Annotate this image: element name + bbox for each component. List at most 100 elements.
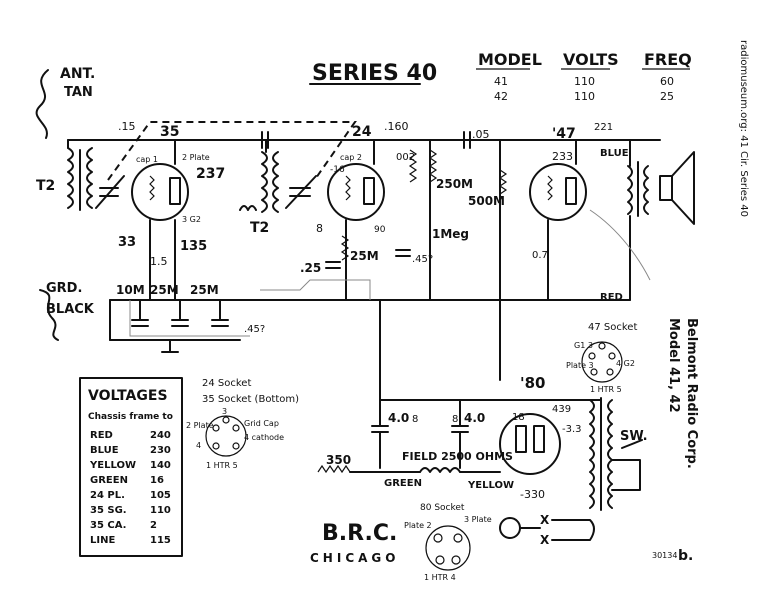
tube-47-plate (565, 177, 577, 205)
tuning-capacitor-2 (285, 175, 317, 209)
cap-05-label: .05 (472, 128, 490, 141)
speaker-cone (671, 151, 695, 225)
model-cell-2: 42 (494, 90, 508, 103)
voltage-value: 230 (150, 445, 171, 456)
tube-24-plate (363, 177, 375, 205)
tube-80-pin-18: 18 (512, 412, 525, 423)
socket-47-g1: G1 3 (574, 341, 593, 350)
pilot-lamp (499, 517, 521, 539)
resistor-25m-a-label: 25M (150, 283, 179, 297)
tube-35-plate-volts: 237 (196, 166, 225, 182)
maker-name: Belmont Radio Corp. (684, 318, 699, 469)
tube-24-screen-volts: 90 (374, 225, 386, 235)
resistor-350 (317, 464, 351, 474)
resistor-250m-label: 250M (436, 177, 473, 191)
antenna-label: ANT. (60, 66, 95, 82)
blue-lead-label: BLUE (600, 148, 629, 159)
socket-24-outline (205, 415, 247, 457)
resistor-10m-label: 10M (116, 283, 145, 297)
socket-80-pin3: 3 Plate (464, 515, 492, 524)
tube-35-cathode-volts: 1.5 (150, 255, 168, 268)
voltage-value: 2 (150, 520, 157, 531)
field-coil (419, 467, 461, 473)
cap-160-label: .160 (384, 120, 409, 133)
resistor-25m-mid (340, 235, 350, 261)
resistor-25m-mid-label: 25M (350, 249, 379, 263)
resistor-1meg-label: 1Meg (432, 227, 469, 241)
voltage-value: 105 (150, 490, 171, 501)
tube-80-volts-neg33: -3.3 (562, 424, 582, 435)
tube-80-label: '80 (520, 374, 545, 392)
red-lead-label: RED (600, 292, 623, 303)
model-header: MODEL (478, 50, 542, 69)
tube-80-plate-b (533, 425, 545, 453)
tube-24-pin-8: 8 (316, 222, 323, 235)
voltage-value: 110 (150, 505, 171, 516)
socket-47-outline (581, 341, 623, 383)
socket-24-pin4: 4 (196, 441, 201, 450)
voltage-point: LINE (90, 535, 115, 546)
power-bus (379, 299, 601, 401)
if-coil-secondary (272, 151, 279, 213)
volts-cell-2: 110 (574, 90, 595, 103)
line-x1: X (540, 513, 550, 527)
voltage-value: 16 (150, 475, 164, 486)
ground-lead (39, 289, 59, 341)
socket-47-g2: 4 G2 (616, 359, 635, 368)
socket-pin (232, 424, 240, 432)
tube-24-grid (345, 175, 351, 201)
socket-80-htr: 1 HTR 4 (424, 573, 456, 582)
cap-40b-label: 4.0 (464, 411, 485, 425)
cap-40a-label: 4.0 (388, 411, 409, 425)
voltage-point: YELLOW (89, 460, 136, 471)
cap-45-mid-label: .45? (412, 254, 433, 265)
resistor-500m-label: 500M (468, 194, 505, 208)
power-switch (611, 439, 643, 491)
socket-pin (212, 424, 220, 432)
cap-15-label: .15 (118, 120, 136, 133)
socket-pin (433, 533, 443, 543)
tube-24 (327, 163, 385, 221)
schematic-title: SERIES 40 (312, 61, 437, 86)
n8b-label: 8 (452, 414, 458, 425)
t2-secondary-coil (86, 147, 93, 209)
resistor-500m (498, 169, 508, 195)
socket-pin (598, 342, 606, 350)
maker-model: Model 41, 42 (666, 318, 681, 413)
line-x2: X (540, 533, 550, 547)
tube-47-label: '47 (552, 126, 576, 142)
socket-24-pin2: 2 Plate (186, 421, 214, 430)
yellow-lead-label: YELLOW (467, 480, 514, 491)
output-secondary (643, 165, 649, 215)
filter-capacitor-bank (109, 299, 241, 353)
signature: b. (678, 548, 693, 564)
power-transformer-primary (607, 399, 613, 509)
freq-cell-1: 60 (660, 75, 674, 88)
switch-label: SW. (620, 429, 648, 444)
socket-47-plate: Plate 3 (566, 361, 594, 370)
t2-mid-label: T2 (250, 220, 269, 236)
line-cord (551, 519, 595, 541)
socket-pin (451, 555, 461, 565)
socket-pin (453, 533, 463, 543)
tube-80 (499, 413, 561, 475)
n8a-label: 8 (412, 414, 418, 425)
resistor-25m-b-label: 25M (190, 283, 219, 297)
filter-capacitor-40b (451, 399, 469, 469)
tube-24-grid-volts: -16 (330, 165, 345, 175)
tube-47-screen-volts: 233 (552, 150, 573, 163)
socket-47-title: 47 Socket (588, 322, 637, 333)
pencil-trace (589, 209, 651, 281)
tube-47-cathode-volts: 0.7 (532, 250, 548, 261)
socket-pin (606, 368, 614, 376)
socket-47-htr: 1 HTR 5 (590, 385, 622, 394)
resistor-detector (408, 149, 418, 183)
tube-47 (529, 163, 587, 221)
voltage-value: 140 (150, 460, 171, 471)
socket-pin (590, 368, 598, 376)
socket-pin (435, 555, 445, 565)
field-coil-label: FIELD 2500 OHMS (402, 450, 513, 463)
voltage-point: RED (90, 430, 113, 441)
